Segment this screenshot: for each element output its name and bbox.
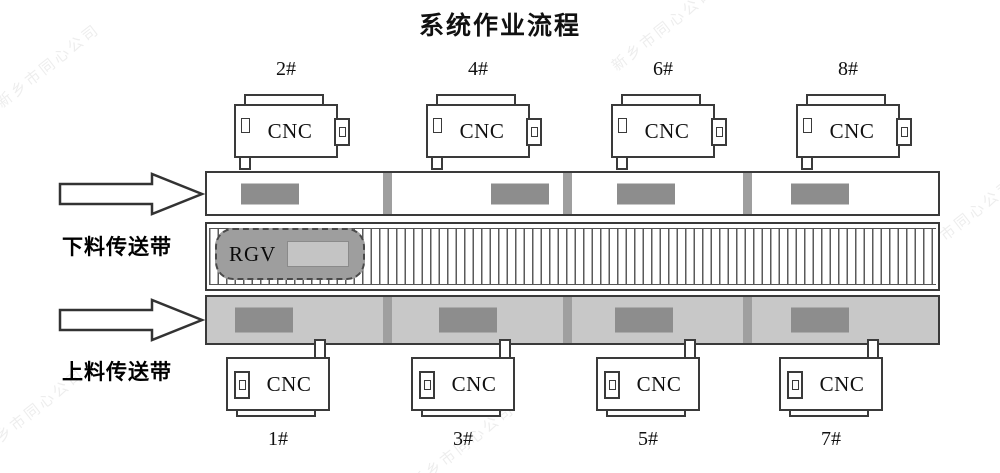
load-belt-label: 上料传送带 [62,361,172,384]
workpiece-block [241,183,299,204]
machine-door [896,118,912,146]
machine-door [234,371,250,399]
rgv-pallet [287,241,349,267]
workpiece-block [439,307,497,333]
flow-arrow-load [58,298,206,342]
cnc-machine-4: CNC [426,94,542,174]
cnc-machine-3: CNC [411,339,527,431]
machine-id-label-7: 7# [821,428,841,450]
belt-divider [563,173,572,214]
unload-conveyor [205,171,940,216]
belt-divider [563,297,572,343]
cnc-machine-5: CNC [596,339,712,431]
machine-name-label: CNC [266,371,312,396]
door-window [715,127,723,137]
machine-post [684,339,696,359]
door-window [900,127,908,137]
workpiece-block [617,183,675,204]
machine-door [526,118,542,146]
flow-arrow-unload [58,172,206,216]
machine-door [419,371,435,399]
belt-divider [743,173,752,214]
cnc-machine-7: CNC [779,339,895,431]
machine-name-label: CNC [819,371,865,396]
door-window [423,380,431,390]
machine-panel [618,118,627,133]
machine-body [796,104,900,158]
cnc-machine-8: CNC [796,94,912,174]
workpiece-block [615,307,673,333]
machine-name-label: CNC [459,118,505,143]
machine-door [711,118,727,146]
machine-name-label: CNC [451,371,497,396]
machine-panel [241,118,250,133]
machine-panel [803,118,812,133]
machine-post [867,339,879,359]
unload-belt-label: 下料传送带 [62,236,172,259]
machine-body [234,104,338,158]
machine-door [787,371,803,399]
workpiece-block [791,307,849,333]
machine-panel [433,118,442,133]
machine-name-label: CNC [829,118,875,143]
machine-post [499,339,511,359]
machine-body [611,104,715,158]
door-window [608,380,616,390]
diagram-title: 系统作业流程 [418,12,581,40]
door-window [530,127,538,137]
cnc-machine-6: CNC [611,94,727,174]
machine-post [314,339,326,359]
machine-door [334,118,350,146]
cnc-machine-2: CNC [234,94,350,174]
machine-name-label: CNC [644,118,690,143]
rgv-vehicle: RGV [215,228,365,280]
machine-id-label-3: 3# [453,428,473,450]
belt-divider [383,173,392,214]
workpiece-block [791,183,849,204]
cnc-machine-1: CNC [226,339,342,431]
machine-name-label: CNC [267,118,313,143]
door-window [791,380,799,390]
machine-id-label-2: 2# [276,58,296,80]
door-window [338,127,346,137]
machine-id-label-5: 5# [638,428,658,450]
rgv-rail: RGV [205,222,940,291]
machine-id-label-4: 4# [468,58,488,80]
machine-id-label-8: 8# [838,58,858,80]
machine-door [604,371,620,399]
machine-name-label: CNC [636,371,682,396]
machine-id-label-6: 6# [653,58,673,80]
belt-divider [743,297,752,343]
door-window [238,380,246,390]
arrow-shape [58,172,206,216]
load-conveyor [205,295,940,345]
arrow-shape [58,298,206,342]
belt-divider [383,297,392,343]
machine-id-label-1: 1# [268,428,288,450]
rgv-label: RGV [229,241,277,266]
workpiece-block [235,307,293,333]
workpiece-block [491,183,549,204]
